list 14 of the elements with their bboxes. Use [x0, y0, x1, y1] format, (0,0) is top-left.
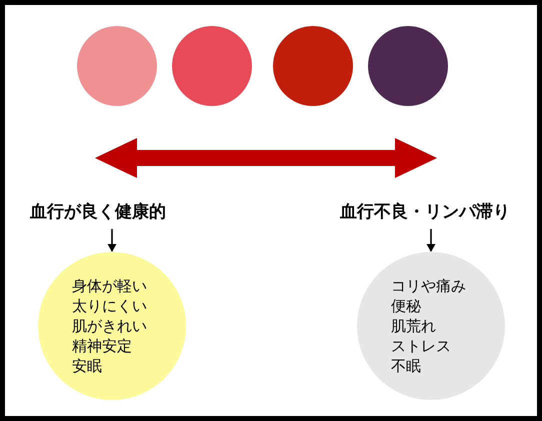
list-text: 安眠 — [72, 356, 102, 376]
list-text: 身体が軽い — [72, 276, 147, 296]
arrow — [108, 229, 116, 252]
heading-text: 血行不良・リンパ滞り — [340, 200, 510, 223]
arrow — [426, 229, 436, 252]
list-text: 精神安定 — [72, 336, 132, 356]
list-text: ストレス — [391, 336, 451, 356]
list-text: 不眠 — [391, 356, 421, 376]
list-text: コリや痛み — [391, 276, 466, 296]
heading-text: 血行が良く健康的 — [30, 200, 166, 223]
list-text: 肌がきれい — [72, 316, 147, 336]
list-text: 便秘 — [391, 296, 421, 316]
list-text: 肌荒れ — [391, 316, 436, 336]
list-text: 太りにくい — [72, 296, 147, 316]
